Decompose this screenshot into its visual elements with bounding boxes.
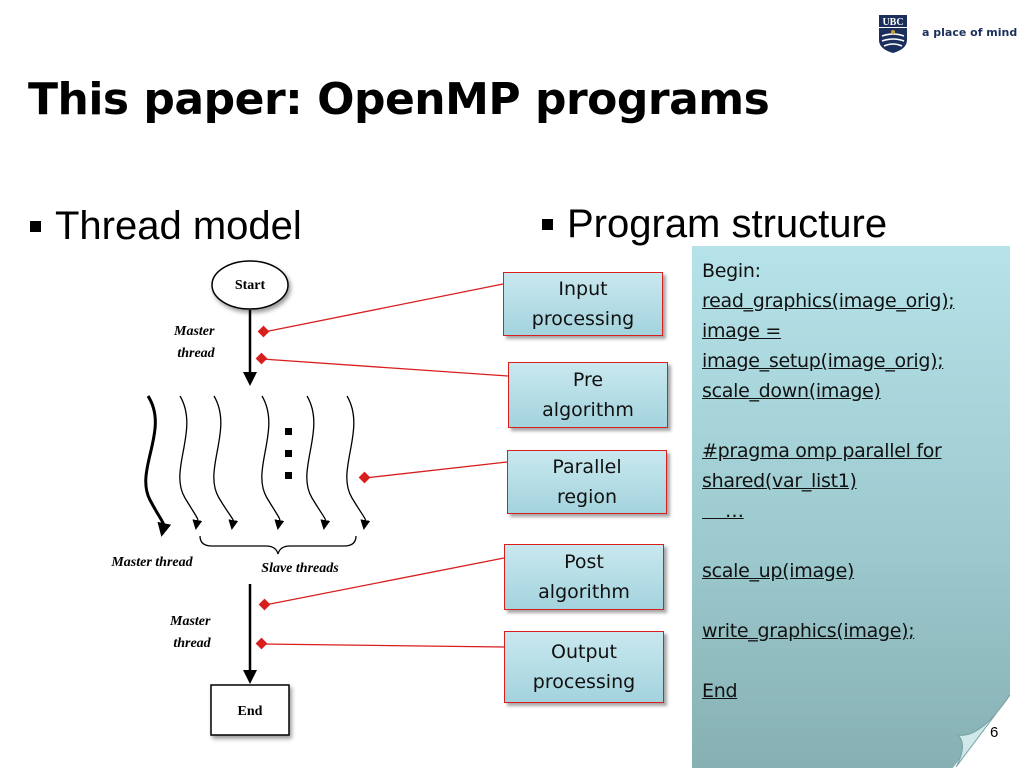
end-label: End <box>238 704 263 719</box>
bullet-thread-model: Thread model <box>30 204 302 249</box>
code-line <box>702 526 1000 556</box>
stage-pre-algorithm: Pre algorithm <box>508 362 668 428</box>
bullet-label: Program structure <box>567 202 888 246</box>
start-label: Start <box>235 278 266 293</box>
stage-post-algorithm: Post algorithm <box>504 544 664 610</box>
program-structure-note: Begin: read_graphics(image_orig);image = i… <box>692 246 1010 768</box>
connector-pre <box>261 358 509 377</box>
code-line: scale_down(image) <box>702 380 881 402</box>
code-line: scale_up(image) <box>702 560 855 582</box>
page-curl-icon <box>955 695 1011 768</box>
code-line: Begin: <box>702 260 761 282</box>
master-thread-mid-label: Master thread <box>110 555 193 570</box>
bullet-square-icon <box>542 219 553 230</box>
slave-threads-brace <box>199 535 357 555</box>
bullet-label: Thread model <box>55 204 302 248</box>
connector-dot <box>358 471 371 484</box>
program-code: Begin: read_graphics(image_orig);image = i… <box>702 256 1000 706</box>
stage-input-processing: Input processing <box>503 272 663 336</box>
end-node: End <box>210 684 290 736</box>
connector-dot <box>255 637 268 650</box>
thread-model-diagram: Start Master thread Master thread Slave … <box>110 260 509 736</box>
bullet-program-structure: Program structure <box>542 202 887 247</box>
thread-waves <box>144 395 371 537</box>
ubc-crest-icon: UBC <box>879 15 907 53</box>
slave-thread-wave <box>306 395 331 530</box>
code-line: End <box>702 680 738 702</box>
stage-parallel-region: Parallel region <box>507 450 667 514</box>
slide-title: This paper: OpenMP programs <box>28 74 770 125</box>
stage-connectors <box>255 283 509 650</box>
slave-thread-wave <box>213 395 239 530</box>
code-line: #pragma omp parallel for <box>702 440 942 462</box>
connector-parallel <box>364 461 508 479</box>
connector-dot <box>257 325 270 338</box>
master-thread-wave <box>144 395 172 537</box>
connector-input <box>263 283 504 333</box>
ubc-logo: UBC a place of mind <box>878 14 1017 54</box>
logo-text: UBC <box>882 17 903 28</box>
code-line: … <box>702 500 744 522</box>
start-node: Start <box>211 260 289 310</box>
stage-output-processing: Output processing <box>504 631 664 703</box>
code-line <box>702 586 1000 616</box>
page-number: 6 <box>990 724 999 741</box>
slave-thread-wave <box>261 395 285 530</box>
code-line: read_graphics(image_orig); <box>702 290 955 312</box>
bullet-square-icon <box>30 221 41 232</box>
code-line: write_graphics(image); <box>702 620 915 642</box>
code-line: shared(var_list1) <box>702 470 857 492</box>
connector-post <box>264 557 505 606</box>
logo-tagline: a place of mind <box>922 25 1018 39</box>
code-line <box>702 406 1000 436</box>
master-thread-top-label: Master thread <box>173 324 218 361</box>
master-thread-bottom-label: Master thread <box>169 614 214 651</box>
slave-threads-label: Slave threads <box>261 561 339 576</box>
connector-dot <box>258 598 271 611</box>
ellipsis-dots <box>285 428 292 479</box>
connector-output <box>261 643 505 648</box>
code-line: image_setup(image_orig); <box>702 350 944 372</box>
slave-thread-wave <box>179 395 203 530</box>
code-line: image = <box>702 320 782 342</box>
slave-thread-wave <box>346 395 371 530</box>
connector-dot <box>255 352 268 365</box>
code-line <box>702 646 1000 676</box>
